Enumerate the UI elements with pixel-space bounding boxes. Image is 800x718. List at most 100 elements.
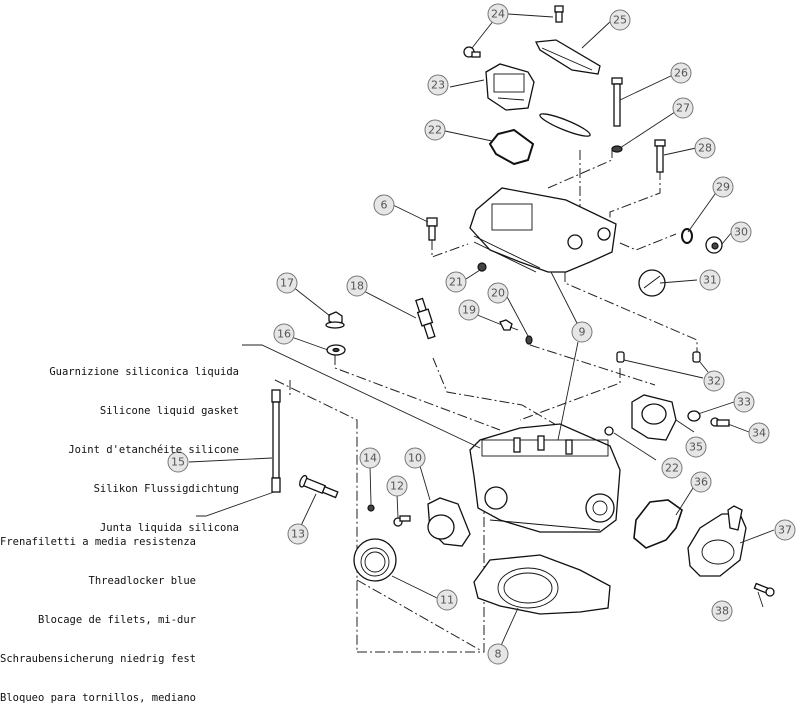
svg-text:21: 21 bbox=[449, 276, 463, 289]
threadlocker-note: Frenafiletti a media resistenza Threadlo… bbox=[0, 510, 196, 718]
callout-22[interactable]: 22 bbox=[424, 119, 446, 141]
part-stud-15 bbox=[271, 389, 281, 493]
part-nut-17 bbox=[325, 311, 345, 329]
note-line: Frenafiletti a media resistenza bbox=[0, 536, 196, 548]
part-bolt-28 bbox=[654, 139, 666, 173]
svg-text:35: 35 bbox=[689, 441, 703, 454]
part-fitting-33 bbox=[687, 410, 701, 422]
callout-28[interactable]: 28 bbox=[694, 137, 716, 159]
part-nut-21 bbox=[477, 262, 487, 272]
callout-24[interactable]: 24 bbox=[487, 3, 509, 25]
svg-text:32: 32 bbox=[707, 375, 721, 388]
callout-14[interactable]: 14 bbox=[359, 447, 381, 469]
part-intake-flange-10 bbox=[427, 497, 471, 547]
callout-15[interactable]: 15 bbox=[167, 451, 189, 473]
svg-text:16: 16 bbox=[277, 328, 291, 341]
part-plug-30 bbox=[705, 236, 723, 254]
callout-13[interactable]: 13 bbox=[287, 523, 309, 545]
callout-31[interactable]: 31 bbox=[699, 269, 721, 291]
part-spark-plug-18 bbox=[415, 297, 436, 340]
svg-text:26: 26 bbox=[674, 67, 688, 80]
note-line: Bloqueo para tornillos, mediano bbox=[0, 692, 196, 704]
part-dowel-32 bbox=[692, 351, 701, 363]
callout-19[interactable]: 19 bbox=[458, 299, 480, 321]
part-washer-27 bbox=[611, 145, 623, 153]
callout-23[interactable]: 23 bbox=[427, 74, 449, 96]
part-intake-boot-11 bbox=[353, 538, 397, 582]
callouts: 24 25 23 26 27 22 28 29 6 30 21 31 17 18… bbox=[167, 3, 796, 665]
callout-8[interactable]: 8 bbox=[487, 643, 509, 665]
assembly-line bbox=[529, 344, 656, 386]
callout-9[interactable]: 9 bbox=[571, 321, 593, 343]
callout-34[interactable]: 34 bbox=[748, 422, 770, 444]
callout-29[interactable]: 29 bbox=[712, 176, 734, 198]
callout-11[interactable]: 11 bbox=[436, 589, 458, 611]
part-bolt-34 bbox=[710, 417, 730, 427]
assembly-line bbox=[274, 379, 358, 652]
callout-17[interactable]: 17 bbox=[276, 272, 298, 294]
svg-text:30: 30 bbox=[734, 226, 748, 239]
callout-32[interactable]: 32 bbox=[703, 370, 725, 392]
callout-36[interactable]: 36 bbox=[690, 471, 712, 493]
assembly-lines bbox=[274, 148, 698, 653]
callout-26[interactable]: 26 bbox=[670, 62, 692, 84]
callout-22-lower[interactable]: 22 bbox=[661, 457, 683, 479]
assembly-line bbox=[357, 440, 485, 653]
svg-text:29: 29 bbox=[716, 181, 730, 194]
svg-text:25: 25 bbox=[613, 14, 627, 27]
svg-text:18: 18 bbox=[350, 280, 364, 293]
svg-text:12: 12 bbox=[390, 480, 404, 493]
part-cover-23 bbox=[485, 63, 535, 111]
note-line: Silikon Flussigdichtung bbox=[93, 483, 239, 495]
svg-text:15: 15 bbox=[171, 456, 185, 469]
callout-33[interactable]: 33 bbox=[733, 391, 755, 413]
callout-27[interactable]: 27 bbox=[672, 97, 694, 119]
svg-text:8: 8 bbox=[495, 648, 502, 661]
part-gasket-36 bbox=[633, 499, 683, 549]
callout-37[interactable]: 37 bbox=[774, 519, 796, 541]
assembly-line bbox=[334, 355, 501, 431]
callout-25[interactable]: 25 bbox=[609, 9, 631, 31]
callout-35[interactable]: 35 bbox=[685, 436, 707, 458]
assembly-line bbox=[564, 272, 698, 352]
part-sensor-13 bbox=[299, 474, 339, 499]
callout-12[interactable]: 12 bbox=[386, 475, 408, 497]
part-pump-cover-37 bbox=[687, 505, 747, 577]
note-line: Threadlocker blue bbox=[88, 575, 196, 587]
part-cam-cover-9 bbox=[469, 187, 617, 273]
svg-text:37: 37 bbox=[778, 524, 792, 537]
svg-text:31: 31 bbox=[703, 274, 717, 287]
note-line: Schraubensicherung niedrig fest bbox=[0, 653, 196, 665]
part-plug-22 bbox=[604, 426, 614, 436]
part-dowel-32 bbox=[616, 351, 625, 363]
callout-18[interactable]: 18 bbox=[346, 275, 368, 297]
assembly-line bbox=[432, 357, 566, 431]
svg-text:23: 23 bbox=[431, 79, 445, 92]
callout-30[interactable]: 30 bbox=[730, 221, 752, 243]
callout-20[interactable]: 20 bbox=[487, 282, 509, 304]
callout-16[interactable]: 16 bbox=[273, 323, 295, 345]
callout-38[interactable]: 38 bbox=[711, 600, 733, 622]
note-line: Joint d'etanchéite silicone bbox=[68, 444, 239, 456]
note-line: Junta liquida silicona bbox=[99, 522, 239, 534]
svg-text:9: 9 bbox=[579, 326, 586, 339]
callout-10[interactable]: 10 bbox=[404, 447, 426, 469]
callout-6[interactable]: 6 bbox=[373, 194, 395, 216]
svg-text:36: 36 bbox=[694, 476, 708, 489]
svg-text:34: 34 bbox=[752, 427, 766, 440]
assembly-line bbox=[356, 579, 481, 651]
part-bolt-19 bbox=[499, 319, 519, 331]
leader-lines bbox=[188, 13, 775, 651]
callout-21[interactable]: 21 bbox=[445, 271, 467, 293]
part-cap-31 bbox=[638, 269, 666, 297]
svg-text:13: 13 bbox=[291, 528, 305, 541]
svg-text:24: 24 bbox=[491, 8, 505, 21]
silicone-gasket-note: Guarnizione siliconica liquida Silicone … bbox=[49, 340, 239, 548]
assembly-line bbox=[619, 233, 677, 251]
part-head-gasket-8 bbox=[473, 554, 611, 615]
assembly-line bbox=[519, 368, 621, 421]
note-line: Blocage de filets, mi-dur bbox=[37, 614, 196, 626]
svg-text:22: 22 bbox=[428, 124, 442, 137]
part-o-ring-29 bbox=[681, 228, 693, 244]
assembly-line bbox=[547, 148, 613, 189]
